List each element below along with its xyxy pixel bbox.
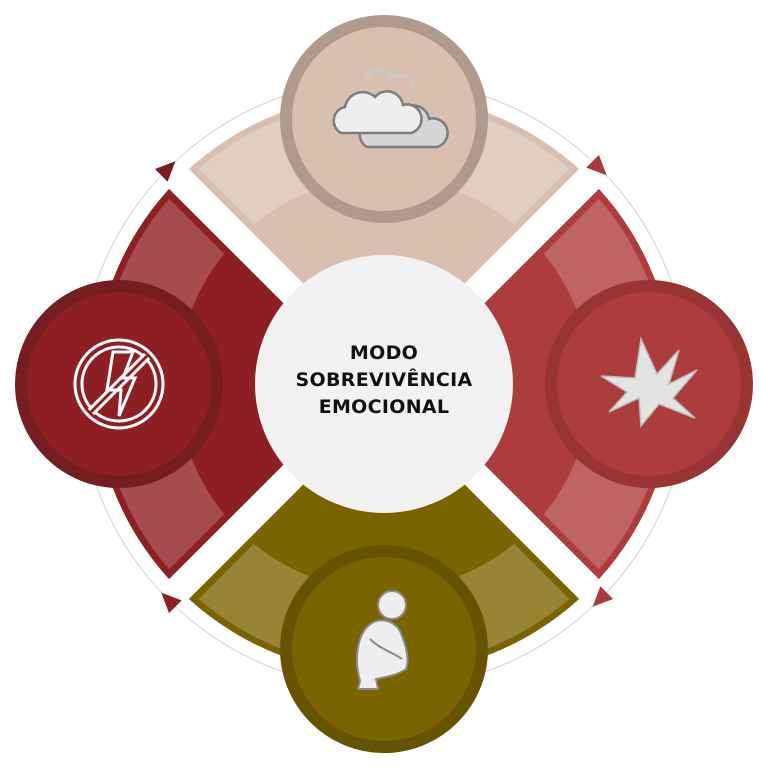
center-circle bbox=[255, 255, 513, 513]
cycle-arrowhead-icon bbox=[161, 592, 182, 614]
cycle-arrowhead-icon bbox=[586, 154, 607, 176]
center-title-line: MODO bbox=[349, 342, 419, 364]
node-left bbox=[15, 280, 223, 488]
cycle-arrowhead-icon bbox=[154, 161, 176, 182]
cloud-icon bbox=[332, 68, 449, 149]
center-title: MODO SOBREVIVÊNCIA EMOCIONAL bbox=[254, 340, 514, 421]
node-right bbox=[545, 280, 753, 488]
node-bottom bbox=[280, 545, 488, 753]
node-top bbox=[280, 15, 488, 223]
center-title-line: SOBREVIVÊNCIA bbox=[295, 369, 473, 391]
cycle-arrowhead-icon bbox=[592, 586, 614, 607]
sitting-person-icon bbox=[356, 590, 409, 690]
no-lightning-icon bbox=[73, 338, 165, 430]
center-title-line: EMOCIONAL bbox=[318, 396, 450, 418]
explosion-icon bbox=[600, 336, 698, 428]
